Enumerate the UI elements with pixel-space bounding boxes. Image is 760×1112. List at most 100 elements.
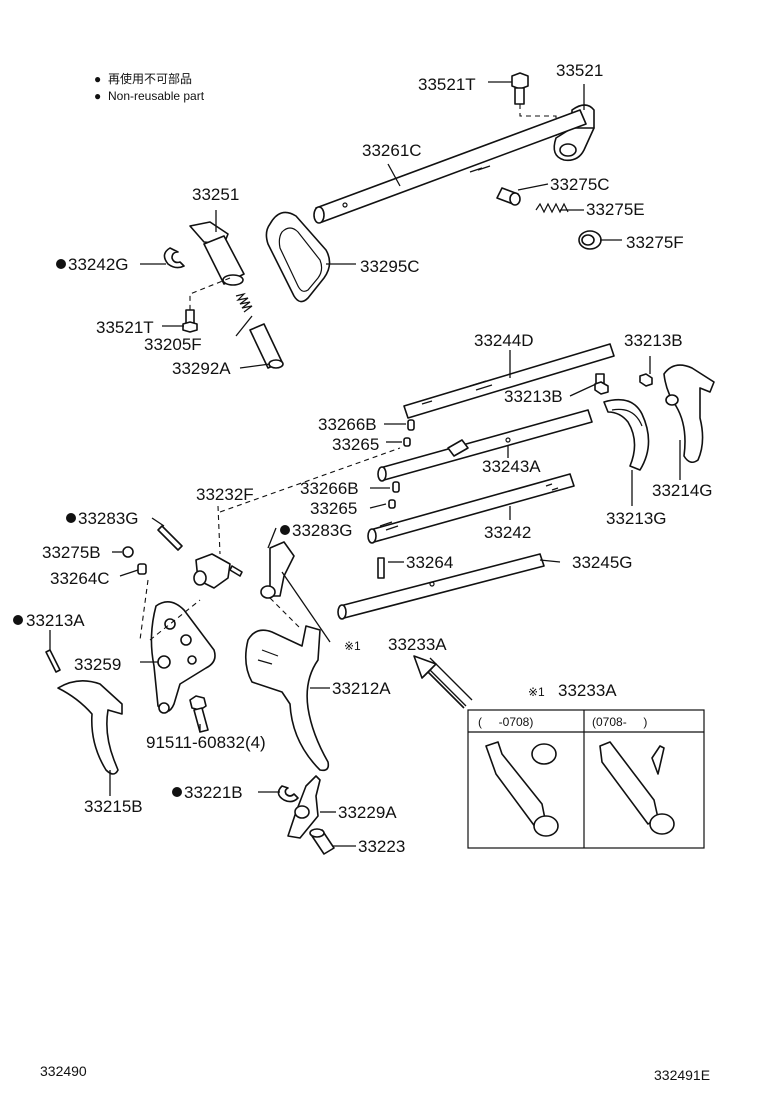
marker-33283G-left [66,513,76,523]
legend-bullet-jp: ● [94,72,101,86]
label-33251: 33251 [192,185,239,204]
inset-col-left-label: ( -0708) [478,715,533,729]
pin-33283G-mid [229,565,243,577]
label-33275E: 33275E [586,200,645,219]
legend-text-en: Non-reusable part [108,89,205,103]
legend: ● 再使用不可部品 ● Non-reusable part [94,71,205,103]
label-33259: 33259 [74,655,121,674]
label-33215B: 33215B [84,797,143,816]
bolt-33521T-top [511,72,529,105]
label-33242G: 33242G [68,255,129,274]
dash-33232F [217,447,401,555]
lever-33251 [189,221,245,286]
cap-33275F [578,230,602,250]
label-33521: 33521 [556,61,603,80]
label-33221B: 33221B [184,783,243,802]
label-33292A: 33292A [172,359,231,378]
marker-33283G-mid [280,525,290,535]
label-33264: 33264 [406,553,453,572]
label-33295C: 33295C [360,257,420,276]
inset-col-right-label: (0708- ) [592,715,647,729]
label-33213B-mid: 33213B [504,387,563,406]
pin-33266B-b [392,481,400,493]
marker-33242G [56,259,66,269]
label-33213G: 33213G [606,509,667,528]
legend-bullet-en: ● [94,89,101,103]
label-33223: 33223 [358,837,405,856]
pin-33223 [309,828,335,855]
bracket-33259 [150,601,216,714]
fork-33215B [57,680,123,775]
label-33233A-ref: 33233A [388,635,447,654]
pin-33265-b [388,499,396,509]
clip-33221B [277,785,299,803]
label-33205F: 33205F [144,335,202,354]
pin-33264 [377,557,385,579]
shaft-33261C [313,109,587,224]
lever-33232F [193,553,231,589]
legend-text-jp: 再使用不可部品 [108,71,192,86]
label-33521T-left: 33521T [96,318,154,337]
bolt-33521T-left [182,309,198,333]
lever-33229A [287,775,321,839]
spring-33275E [535,202,569,214]
shaft-33243A [377,409,593,482]
fork-33212A [244,625,330,772]
label-33214G: 33214G [652,481,713,500]
label-33275F: 33275F [626,233,684,252]
label-33283G-mid: 33283G [292,521,353,540]
bolt-33213B-mid [594,373,609,395]
label-33213A: 33213A [26,611,85,630]
pin-33266B-a [407,419,415,431]
label-33229A: 33229A [338,803,397,822]
footer-right-code: 332491E [654,1067,710,1083]
inset-box: ( -0708) (0708- ) [467,709,705,849]
marker-33221B [172,787,182,797]
plate-33295C [265,211,331,303]
shaft-33242 [367,473,575,544]
label-33275C: 33275C [550,175,610,194]
label-33233A-inset: 33233A [558,681,617,700]
shaft-33244D [403,343,615,419]
pin-33264C [137,563,147,575]
dash-33233A [269,597,301,629]
pin-33283G-left [157,525,183,551]
inset-arm-late [599,741,675,835]
label-ref-mark-main: ※1 [344,639,361,653]
spring-33205F [235,292,253,313]
plunger-33292A [249,323,284,369]
shoe-33213G [603,398,650,471]
arm-33233A-main [260,541,295,599]
label-33244D: 33244D [474,331,534,350]
label-33266B-b: 33266B [300,479,359,498]
label-33266B-a: 33266B [318,415,377,434]
dash-33251-bolt [189,277,231,312]
inset-arrow [413,655,473,709]
label-33265-b: 33265 [310,499,357,518]
label-91511-60832: 91511-60832(4) [146,733,266,752]
label-33242: 33242 [484,523,531,542]
label-ref-mark-inset: ※1 [528,685,545,699]
label-33264C: 33264C [50,569,110,588]
part-labels: 33521T 33521 33261C 33275C 33275E 33275F… [26,61,713,856]
label-33265-a: 33265 [332,435,379,454]
label-33243A: 33243A [482,457,541,476]
clip-33242G [163,247,185,269]
label-33232F: 33232F [196,485,254,504]
label-33213B-right: 33213B [624,331,683,350]
label-33275B: 33275B [42,543,101,562]
fork-33214G [663,364,715,464]
leader-lines [49,81,681,847]
footer-left-code: 332490 [40,1063,87,1079]
label-33245G: 33245G [572,553,633,572]
dash-33259 [139,579,201,641]
label-33212A: 33212A [332,679,391,698]
inset-arm-early [485,741,559,837]
ball-33275B [122,546,134,558]
label-33521T-top: 33521T [418,75,476,94]
pin-33213A [45,649,61,673]
pin-33275C [496,187,521,206]
bolt-33213B-right [639,373,653,387]
bolt-91511 [189,695,209,733]
